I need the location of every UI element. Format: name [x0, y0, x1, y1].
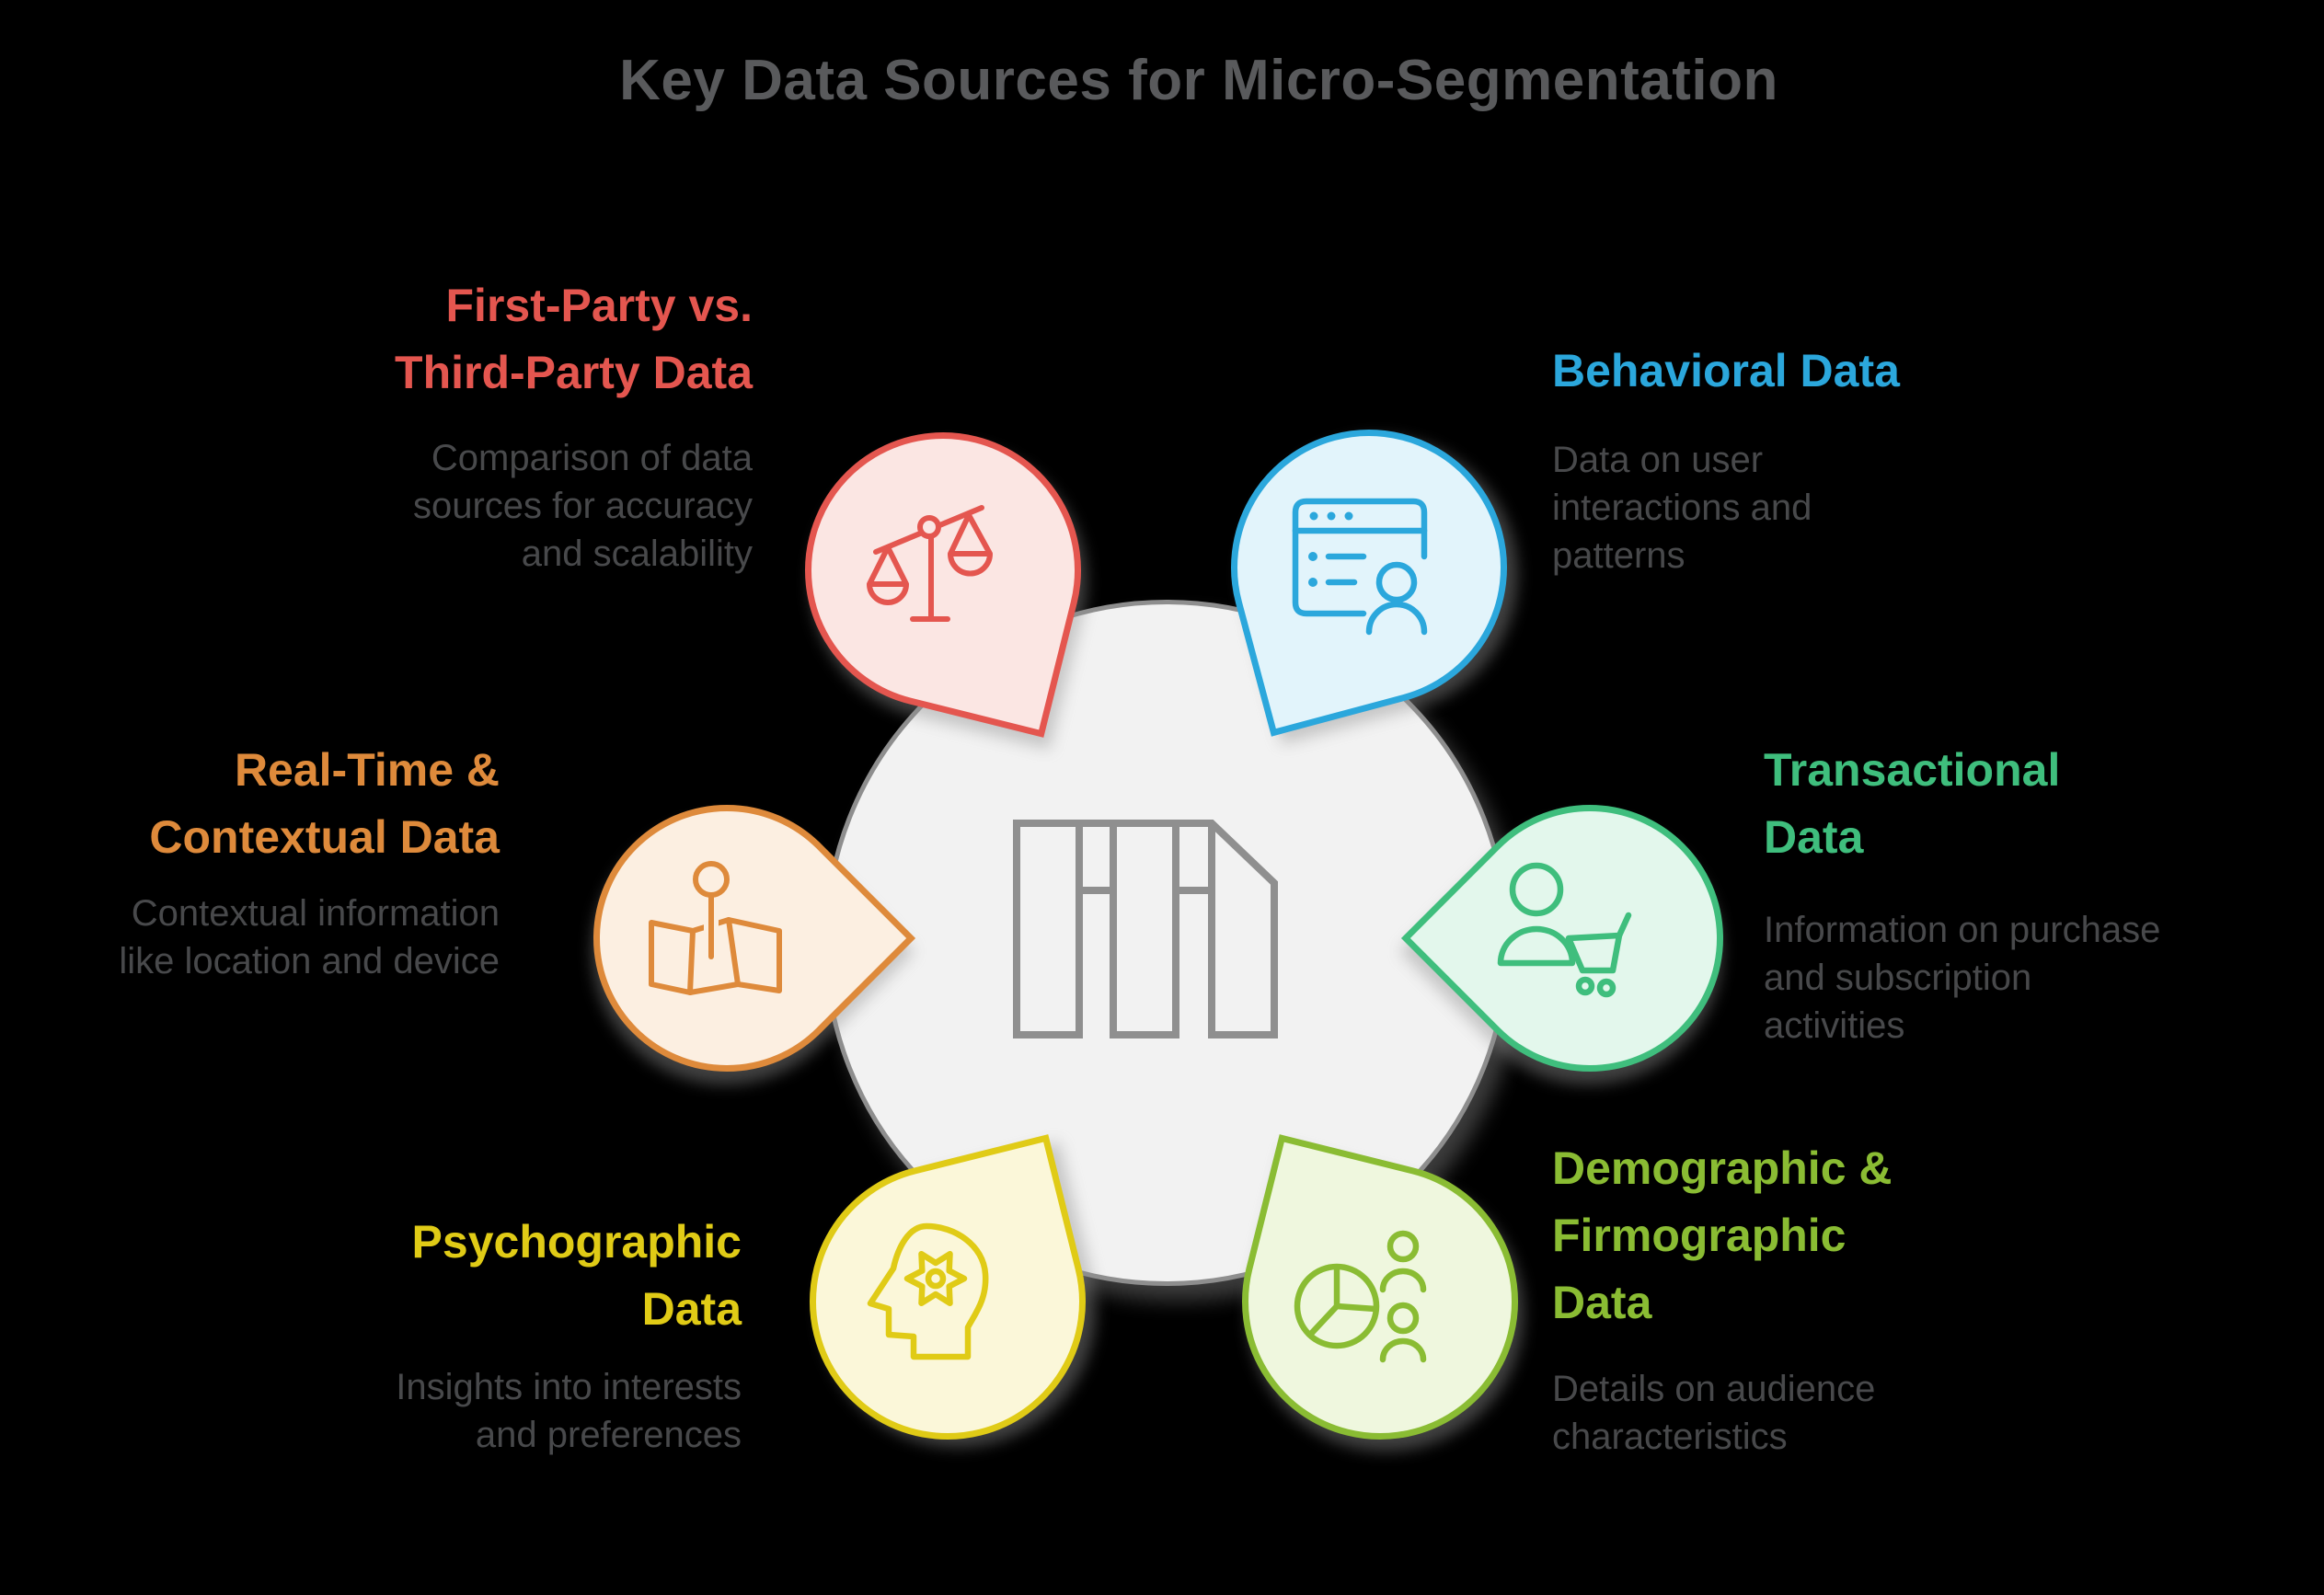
heading-behavioral: Behavioral Data: [1552, 345, 1900, 396]
balance-scale-icon: [856, 483, 1021, 639]
label-first-party: First-Party vs. Third-Party Data Compari…: [395, 272, 753, 578]
browser-user-icon: [1288, 492, 1433, 637]
head-gear-icon: [865, 1214, 1012, 1380]
description-first-party: Comparison of data sources for accuracy …: [412, 438, 753, 574]
heading-real-time: Real-Time & Contextual Data: [149, 744, 500, 863]
description-transactional: Information on purchase and subscription…: [1764, 910, 2161, 1046]
label-behavioral: Behavioral Data Data on user interaction…: [1552, 338, 1900, 579]
label-real-time: Real-Time & Contextual Data Contextual i…: [119, 737, 500, 985]
map-pin-icon: [644, 819, 784, 999]
description-real-time: Contextual information like location and…: [119, 893, 500, 981]
label-psychographic: Psychographic Data Insights into interes…: [396, 1209, 742, 1459]
description-demographic: Details on audience characteristics: [1552, 1369, 1876, 1457]
heading-first-party: First-Party vs. Third-Party Data: [395, 280, 753, 398]
user-cart-icon: [1490, 860, 1636, 1000]
label-demographic: Demographic & Firmographic Data Details …: [1552, 1135, 1893, 1461]
heading-psychographic: Psychographic Data: [411, 1216, 742, 1335]
page-title: Key Data Sources for Micro-Segmentation: [619, 49, 1778, 112]
stacked-data-files-logo-icon: [1013, 820, 1278, 1043]
heading-transactional: Transactional Data: [1764, 744, 2061, 863]
description-psychographic: Insights into interests and preferences: [396, 1367, 742, 1455]
heading-demographic: Demographic & Firmographic Data: [1552, 1142, 1893, 1328]
label-transactional: Transactional Data Information on purcha…: [1764, 737, 2160, 1050]
pie-users-icon: [1288, 1228, 1444, 1375]
description-behavioral: Data on user interactions and patterns: [1552, 440, 1812, 576]
